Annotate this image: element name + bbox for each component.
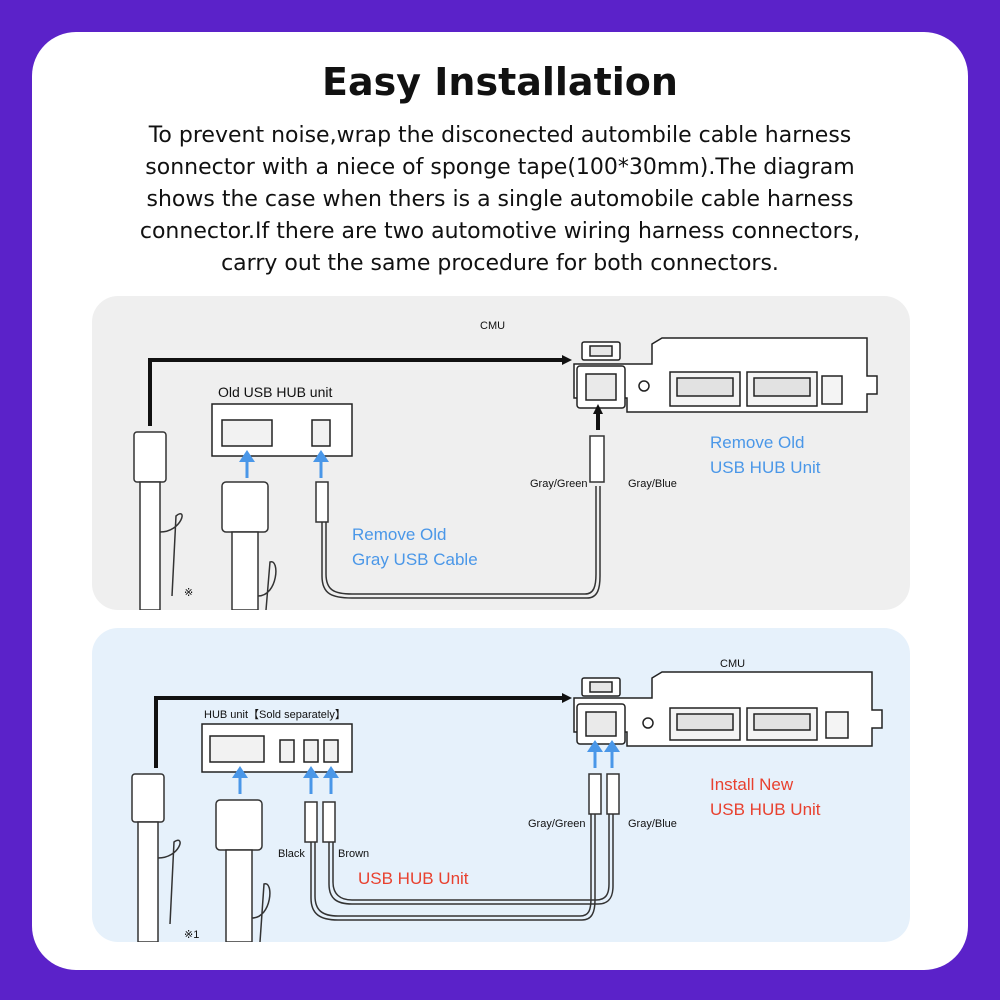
description-line: To prevent noise,wrap the disconected au…	[148, 123, 852, 148]
gray-green-label: Gray/Green	[530, 478, 588, 490]
black-arrow	[154, 693, 572, 768]
bottom-diagram	[131, 671, 883, 942]
bottom-diagram-panel: CMU HUB unit【Sold separately】 Gray/Green…	[92, 628, 910, 942]
page-title: Easy Installation	[322, 60, 678, 104]
remove-cable-line: Gray USB Cable	[352, 550, 478, 569]
install-hub-line: USB HUB Unit	[710, 800, 821, 819]
install-hub-line: Install New	[710, 775, 794, 794]
description-line: sonnector with a niece of sponge tape(10…	[145, 155, 855, 180]
left-harness	[133, 431, 277, 610]
gray-usb-cable	[315, 435, 605, 599]
blue-arrows-new	[232, 740, 620, 794]
remove-hub-line: Remove Old	[710, 433, 805, 452]
description-line: shows the case when thers is a single au…	[146, 187, 854, 212]
cmu-label: CMU	[480, 320, 506, 332]
usb-hub-cables	[304, 773, 620, 921]
note-mark: ※	[184, 587, 194, 599]
description: To prevent noise,wrap the disconected au…	[110, 120, 890, 280]
old-usb-hub-unit	[211, 403, 353, 457]
new-hub-unit	[201, 723, 353, 773]
top-diagram	[133, 337, 878, 610]
blue-arrows	[239, 450, 329, 478]
brown-label: Brown	[338, 848, 370, 860]
black-label: Black	[278, 848, 305, 860]
description-line: carry out the same procedure for both co…	[221, 251, 779, 276]
remove-hub-note: Remove Old USB HUB Unit	[710, 430, 821, 480]
cmu-unit	[573, 337, 878, 413]
old-hub-label: Old USB HUB unit	[218, 384, 333, 400]
black-arrow	[148, 355, 572, 426]
description-line: connector.If there are two automotive wi…	[139, 219, 861, 244]
usb-hub-note: USB HUB Unit	[358, 869, 469, 888]
install-hub-note: Install New USB HUB Unit	[710, 772, 821, 822]
cmu-label-new: CMU	[720, 658, 746, 670]
remove-cable-line: Remove Old	[352, 525, 447, 544]
gray-blue-label-new: Gray/Blue	[628, 818, 677, 830]
note-mark-new: ※1	[184, 929, 200, 941]
left-harness-new	[131, 773, 271, 942]
top-diagram-panel: CMU Old USB HUB unit Gray/Green Gray/Blu…	[92, 296, 910, 610]
remove-hub-line: USB HUB Unit	[710, 458, 821, 477]
gray-blue-label: Gray/Blue	[628, 478, 677, 490]
gray-green-label-new: Gray/Green	[528, 818, 586, 830]
remove-cable-note: Remove Old Gray USB Cable	[352, 522, 478, 572]
cmu-unit-new	[573, 671, 883, 747]
new-hub-label: HUB unit【Sold separately】	[204, 709, 346, 721]
